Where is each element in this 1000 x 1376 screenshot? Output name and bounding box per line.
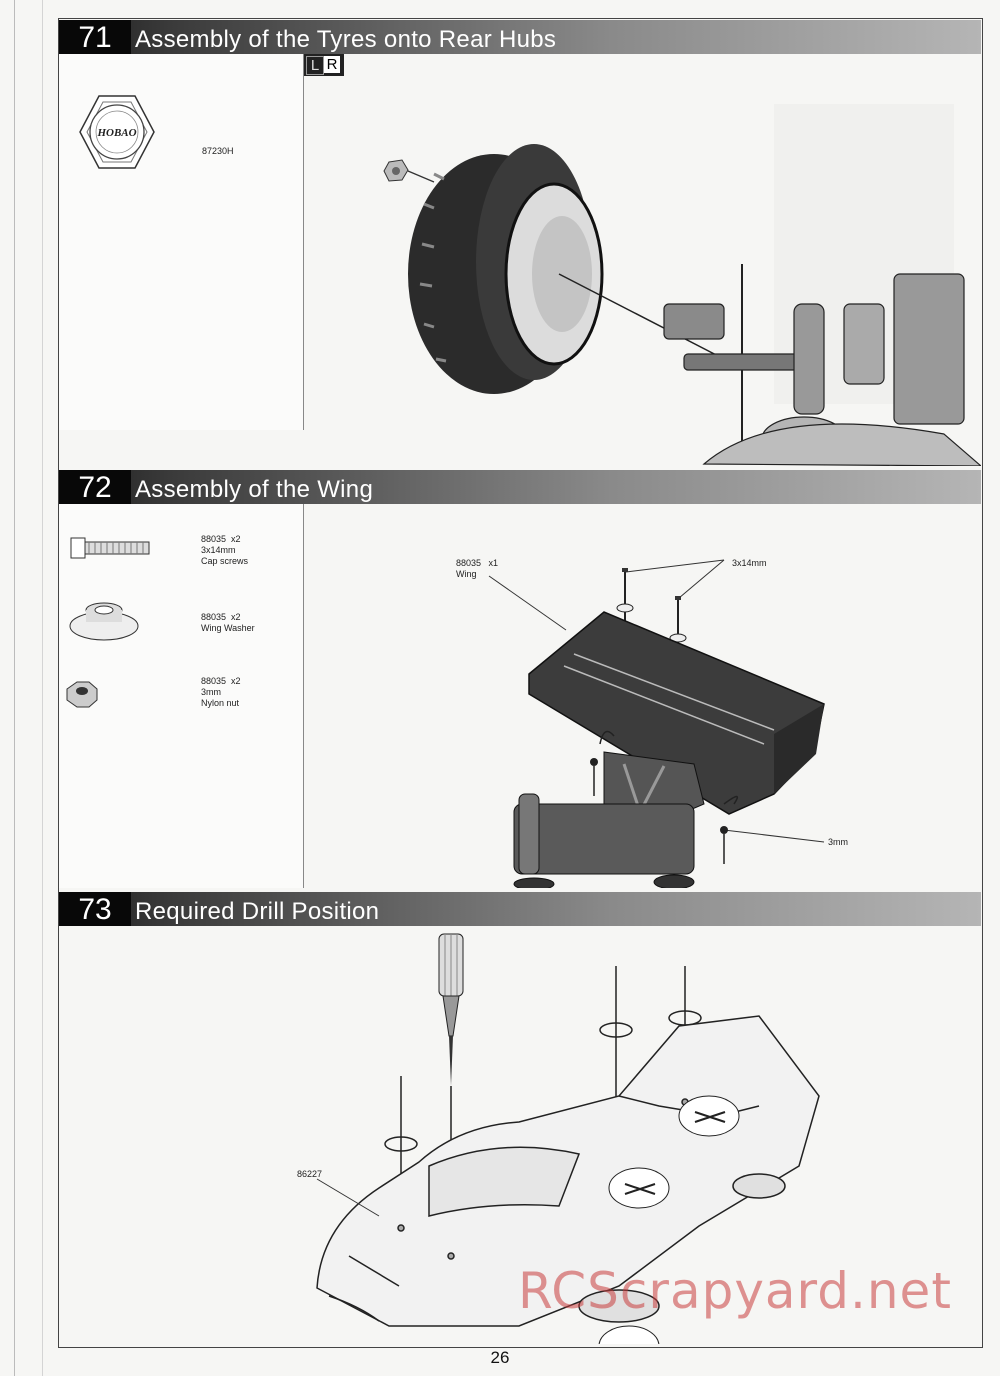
part-code: 88035 [201, 676, 227, 686]
step-number: 73 [59, 892, 131, 926]
wing-assembly-drawing: 88035 x1 Wing 3x14mm 3mm [304, 504, 981, 888]
part-qty: x2 [231, 534, 241, 544]
wheel-nut-icon [383, 159, 409, 182]
part-size: 3mm [201, 687, 221, 697]
nut-stamp: HOBAO [96, 127, 136, 139]
step-header: 71 Assembly of the Tyres onto Rear Hubs [59, 20, 981, 54]
hex-wheel-nut-icon: HOBAO [79, 95, 155, 169]
scissors-icon [678, 1095, 740, 1137]
part-code: 86227 [297, 1169, 322, 1179]
nut-icon [720, 826, 728, 834]
callout-code: 88035 [456, 558, 481, 568]
svg-text:88035 x1: 88035 x1 [456, 558, 498, 568]
part-label: 88035 x2 Wing Washer [201, 612, 255, 634]
binding-line-inner [42, 0, 43, 1376]
part-label: 88035 x2 3x14mm Cap screws [201, 534, 248, 567]
tyre-assembly-drawing [304, 54, 981, 466]
binding-line [14, 0, 15, 1376]
parts-panel: 88035 x2 3x14mm Cap screws 88035 x2 Wing… [59, 504, 304, 888]
step-title: Assembly of the Tyres onto Rear Hubs [135, 26, 557, 53]
step-header: 72 Assembly of the Wing [59, 470, 981, 504]
step-number: 72 [59, 470, 131, 504]
wing-mount-icon [513, 751, 705, 888]
callout-size: 3mm [828, 837, 848, 847]
side-marker: L R [304, 54, 344, 76]
callout-size: 3x14mm [732, 558, 767, 568]
side-left: L [306, 56, 324, 75]
step-title: Assembly of the Wing [135, 476, 374, 503]
rear-chassis-icon [663, 273, 981, 466]
step-title: Required Drill Position [135, 898, 380, 925]
parts-panel: HOBAO 87230H [59, 54, 304, 430]
wing-washer-icon [69, 602, 139, 641]
part-qty: x2 [231, 676, 241, 686]
part-name: Cap screws [201, 556, 249, 566]
part-size: 3x14mm [201, 545, 236, 555]
part-label: 88035 x2 3mm Nylon nut [201, 676, 241, 709]
step-number: 71 [59, 20, 131, 54]
nylon-nut-icon [66, 681, 98, 708]
body-shell-icon [316, 1015, 820, 1327]
step-73: 73 Required Drill Position [59, 892, 981, 1344]
part-code: 87230H [202, 146, 234, 156]
part-name: Wing Washer [201, 623, 255, 633]
cap-screw-icon [70, 537, 150, 559]
screwdriver-icon [438, 933, 464, 1086]
scissors-icon [608, 1167, 670, 1209]
side-right: R [324, 56, 340, 73]
nut-icon [590, 758, 598, 766]
scissors-icon [598, 1325, 660, 1344]
watermark: RCScrapyard.net [518, 1262, 952, 1320]
step-header: 73 Required Drill Position [59, 892, 981, 926]
callout-qty: x1 [489, 558, 499, 568]
drill-position-drawing: 86227 [59, 926, 981, 1344]
page-frame [58, 18, 983, 1348]
wing-icon [528, 611, 825, 815]
rear-tyre-icon [408, 144, 604, 394]
part-code: 88035 [201, 534, 227, 544]
step-72: 72 Assembly of the Wing 88035 x2 [59, 470, 981, 888]
part-qty: x2 [231, 612, 241, 622]
part-name: Nylon nut [201, 698, 240, 708]
step-71: 71 Assembly of the Tyres onto Rear Hubs … [59, 20, 981, 466]
page-number: 26 [490, 1348, 510, 1367]
callout-name: Wing [456, 569, 477, 579]
part-code: 88035 [201, 612, 227, 622]
